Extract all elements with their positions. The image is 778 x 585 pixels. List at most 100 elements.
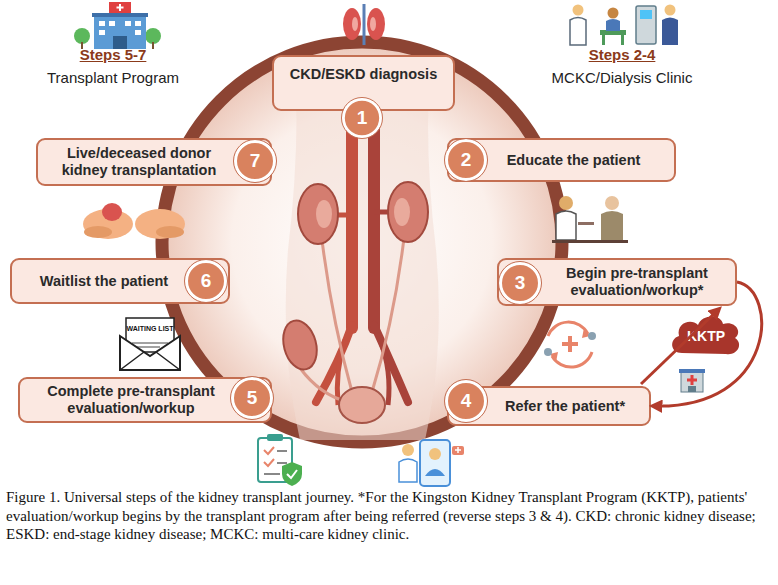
hospital-icon-part bbox=[145, 28, 161, 44]
kidney-icon-part bbox=[343, 8, 361, 40]
circle-outline bbox=[231, 377, 274, 420]
kidney-icon-part bbox=[367, 8, 385, 40]
consultation-icon-part bbox=[578, 222, 594, 225]
care-team-icon-part bbox=[640, 10, 652, 19]
care-team-icon-part bbox=[573, 5, 584, 16]
envelope-icon-part bbox=[120, 352, 180, 370]
anatomy-part bbox=[338, 213, 352, 218]
care-cycle-icon bbox=[544, 322, 596, 367]
care-team-icon-part bbox=[662, 18, 678, 46]
step-number: 5 bbox=[247, 387, 258, 409]
hands-icon-part bbox=[156, 226, 184, 238]
circle-outline bbox=[234, 140, 277, 183]
care-team-icon-part bbox=[602, 35, 605, 45]
circle-outline bbox=[445, 380, 488, 423]
hospital-icon-part bbox=[92, 13, 148, 17]
anatomy-part bbox=[346, 120, 358, 328]
circle-fill bbox=[343, 99, 380, 136]
small-hospital-icon-part bbox=[688, 386, 696, 392]
hands-icon-part bbox=[102, 203, 122, 221]
step-number-circle: 1 bbox=[341, 97, 383, 139]
hands-icon-part bbox=[135, 209, 185, 239]
checklist-icon-part bbox=[267, 434, 283, 441]
anatomy-part bbox=[374, 210, 388, 215]
step-text: CKD/ESKD diagnosis bbox=[282, 66, 445, 83]
care-cycle-icon-part bbox=[544, 348, 552, 356]
anatomy-part bbox=[372, 238, 404, 392]
section-label: Transplant Program bbox=[35, 69, 191, 86]
care-team-icon-part bbox=[606, 19, 620, 31]
care-cycle-icon-part bbox=[588, 332, 596, 340]
consultation-icon-part bbox=[601, 211, 623, 240]
step-text: Refer the patient* bbox=[489, 398, 641, 415]
hospital-icon-part bbox=[152, 42, 154, 49]
hospital-icon-part bbox=[99, 30, 105, 35]
step-number: 6 bbox=[201, 270, 212, 292]
step-text: Waitlist the patient bbox=[20, 273, 188, 290]
hospital-icon-part bbox=[135, 21, 141, 26]
hospital-icon bbox=[74, 2, 161, 49]
care-team-icon-part bbox=[570, 18, 586, 46]
step-number-circle: 3 bbox=[498, 261, 542, 305]
telehealth-icon-part bbox=[402, 444, 414, 456]
anatomy-part bbox=[316, 200, 332, 228]
step-number: 3 bbox=[515, 272, 526, 294]
envelope-icon bbox=[120, 318, 180, 370]
step-number-circle: 7 bbox=[233, 139, 277, 183]
section-label: Steps 5-7 bbox=[50, 46, 176, 63]
hospital-icon-part bbox=[135, 30, 141, 35]
hospital-icon-part bbox=[74, 28, 90, 44]
ring-part bbox=[286, 70, 439, 440]
circle-outline bbox=[499, 262, 542, 305]
step-number-circle: 4 bbox=[444, 379, 488, 423]
checklist-icon-part bbox=[264, 447, 274, 466]
small-hospital-icon-part bbox=[681, 372, 703, 392]
section-label: Steps 2-4 bbox=[557, 46, 687, 63]
care-team-icon-part bbox=[608, 8, 619, 19]
small-hospital-icon-part bbox=[679, 369, 705, 373]
envelope-icon-part bbox=[120, 336, 180, 370]
program-cloud: KKTP bbox=[668, 311, 744, 357]
step-number-circle: 6 bbox=[184, 259, 228, 303]
telehealth-icon-part bbox=[429, 448, 441, 460]
cloud-fill bbox=[672, 317, 739, 355]
circle-fill bbox=[236, 142, 275, 181]
program-name: KKTP bbox=[687, 328, 725, 344]
figure-caption: Figure 1. Universal steps of the kidney … bbox=[6, 488, 772, 544]
consultation-icon-part bbox=[556, 211, 576, 240]
care-team-icon-part bbox=[621, 35, 624, 45]
consultation-icon-part bbox=[605, 196, 619, 210]
telehealth-icon-part bbox=[399, 459, 417, 482]
anatomy-part bbox=[339, 387, 385, 423]
step-number: 2 bbox=[461, 149, 472, 171]
hospital-icon-part bbox=[99, 21, 105, 26]
step-number-circle: 5 bbox=[230, 376, 274, 420]
circle-fill bbox=[233, 379, 272, 418]
anatomy-part bbox=[322, 240, 352, 392]
telehealth-icon-part bbox=[452, 446, 464, 455]
telehealth-icon-part bbox=[455, 447, 461, 453]
telehealth-icon-part bbox=[420, 440, 450, 486]
consultation-icon-part bbox=[559, 196, 573, 210]
care-cycle-icon-part bbox=[548, 322, 588, 336]
hands-icon-part bbox=[84, 226, 112, 238]
checklist-icon-part bbox=[282, 462, 302, 486]
hospital-icon-part bbox=[109, 2, 131, 13]
anatomy-part bbox=[298, 184, 338, 244]
circle-outline bbox=[185, 260, 228, 303]
anatomy bbox=[278, 120, 428, 423]
icon-label: WAITING LIST bbox=[126, 325, 174, 332]
kidney-icon-part bbox=[352, 17, 358, 31]
checklist-icon bbox=[258, 434, 302, 486]
section-label: MCKC/Dialysis Clinic bbox=[536, 69, 708, 86]
hospital-icon-part bbox=[125, 21, 131, 26]
care-team-icon bbox=[570, 5, 678, 46]
step-number-circle: 2 bbox=[444, 138, 488, 182]
small-hospital-icon-part bbox=[687, 375, 697, 385]
circle-fill bbox=[447, 141, 486, 180]
anatomy-part bbox=[388, 182, 428, 242]
telehealth-icon bbox=[399, 440, 464, 486]
anatomy-part bbox=[368, 120, 380, 328]
step-text: Complete pre-transplant evaluation/worku… bbox=[32, 383, 230, 417]
